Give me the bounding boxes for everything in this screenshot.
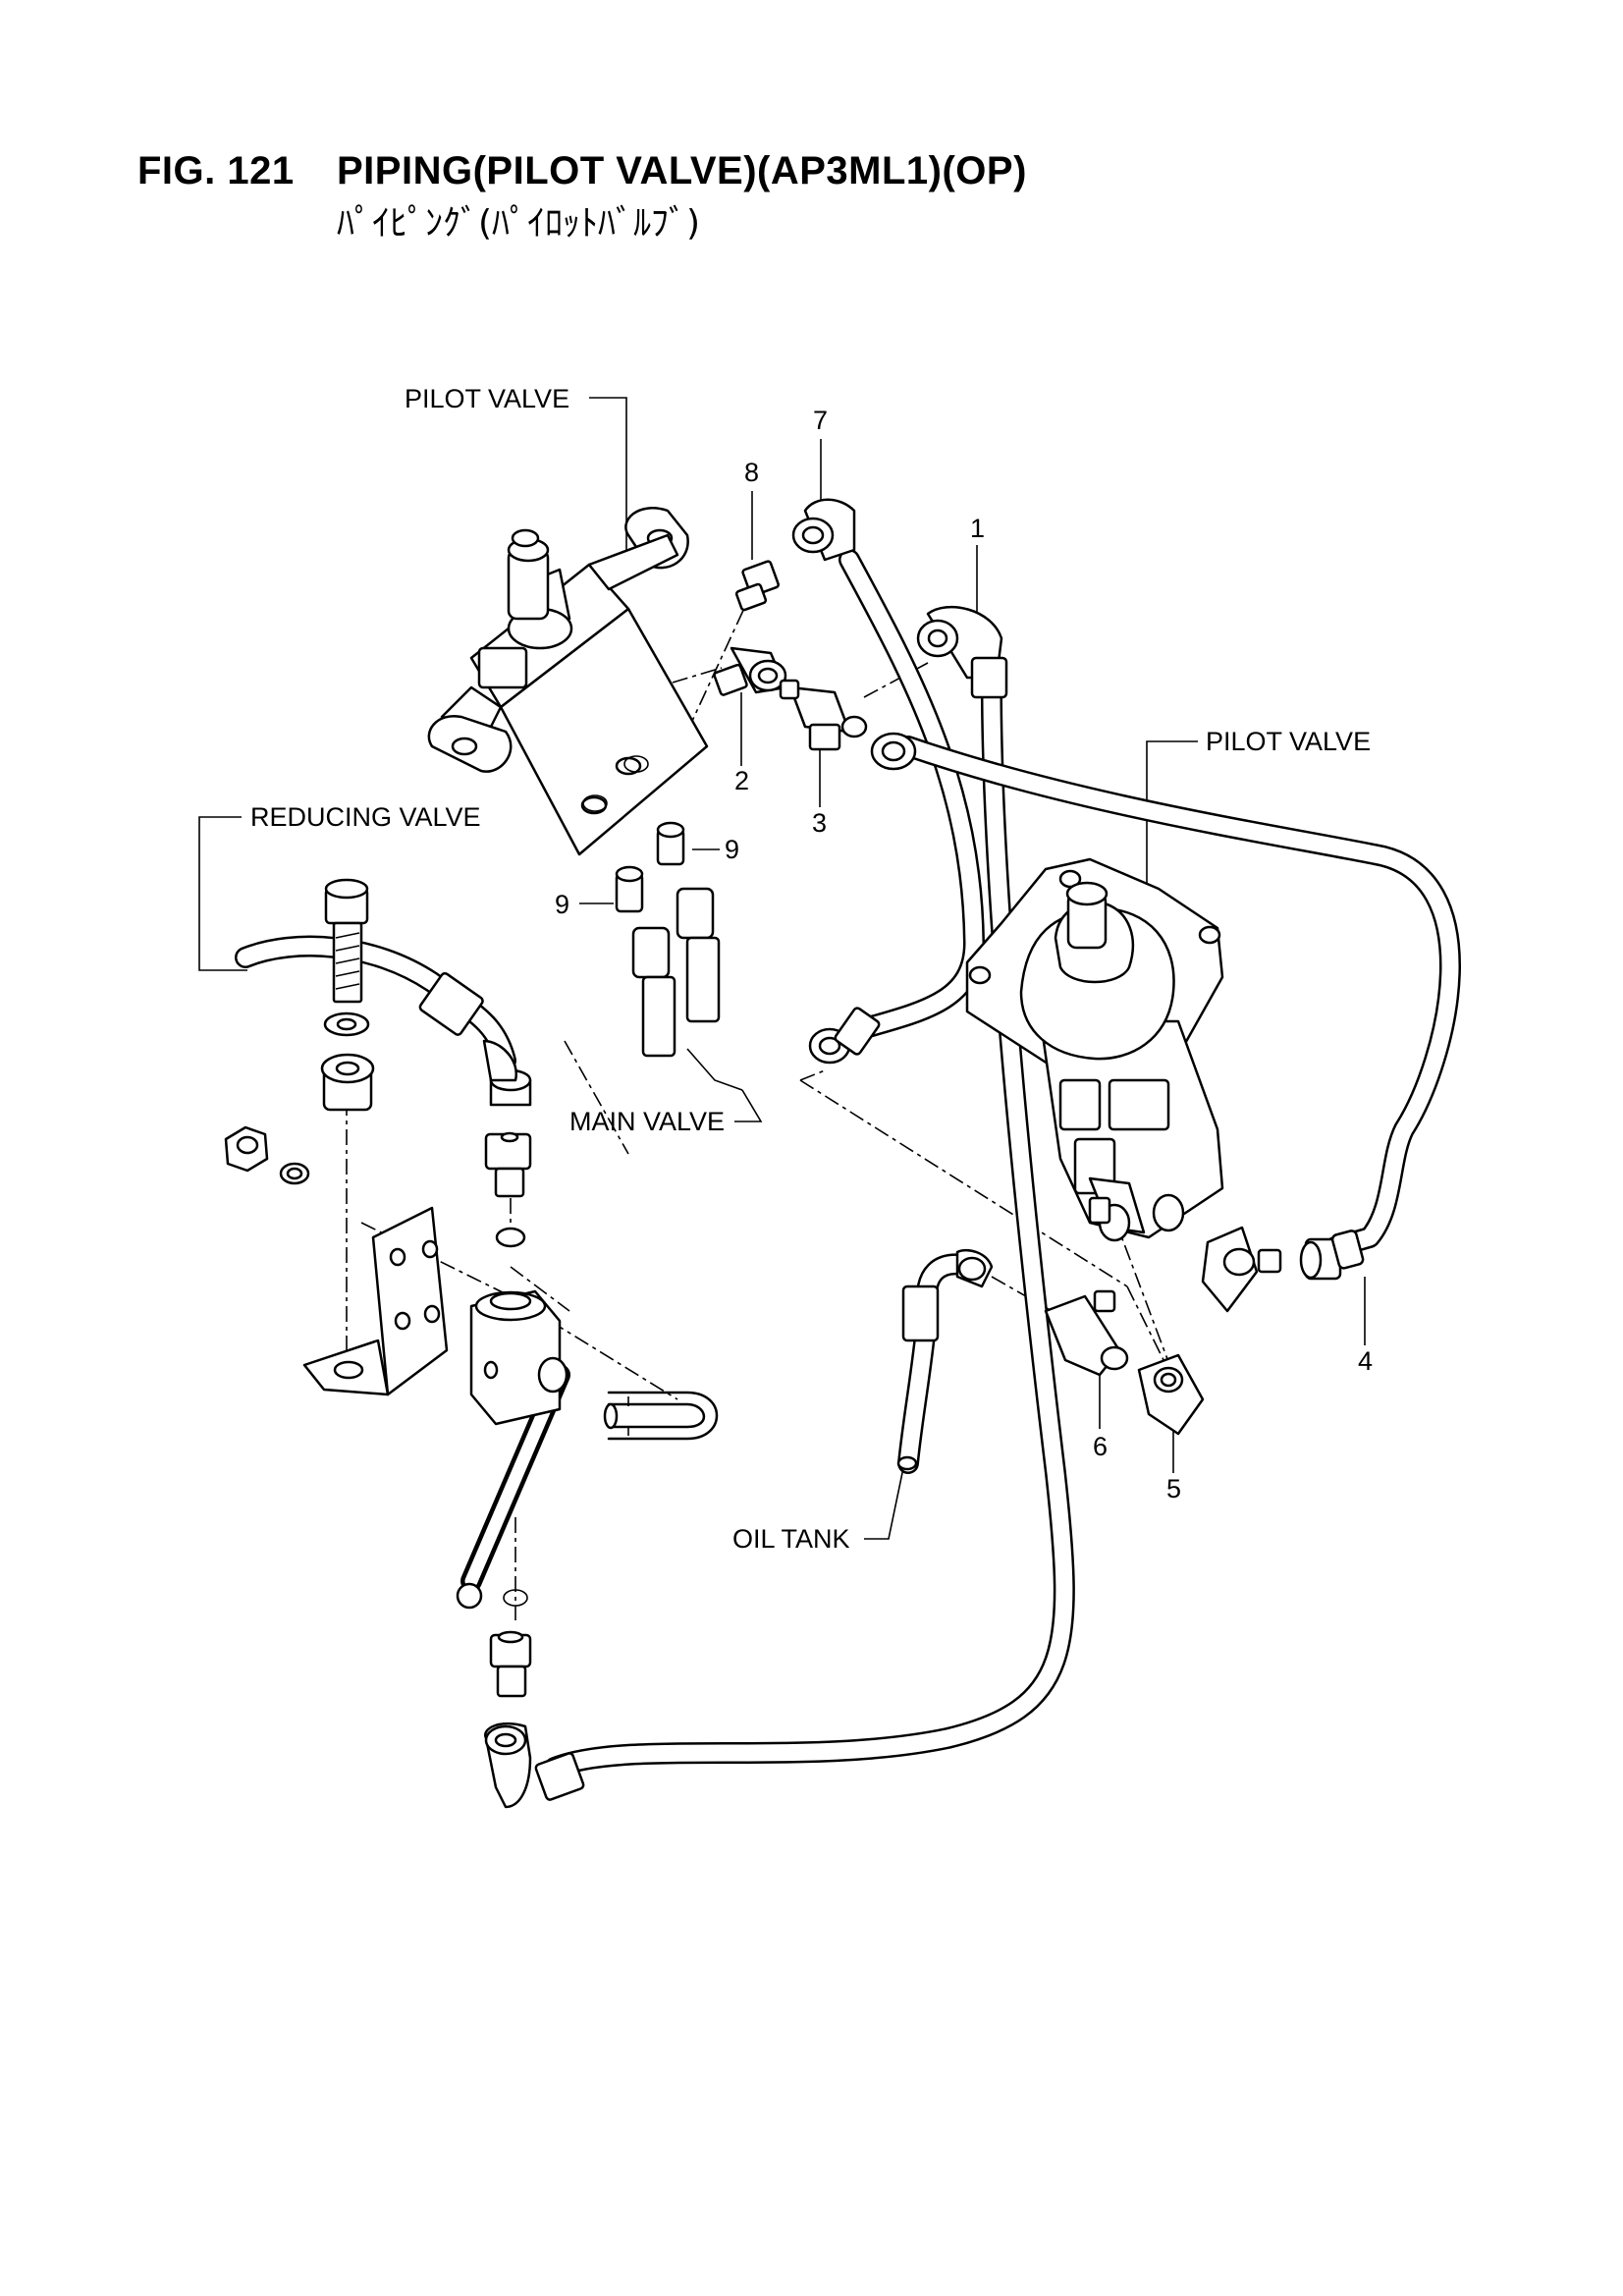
svg-text:MAIN VALVE: MAIN VALVE	[569, 1107, 725, 1136]
fitting-2-elbow	[713, 646, 787, 696]
connector-upper	[484, 1068, 532, 1248]
bolt	[324, 878, 369, 1004]
connector-lower	[489, 1630, 532, 1698]
u-pipe	[603, 1391, 719, 1441]
svg-text:REDUCING VALVE: REDUCING VALVE	[250, 802, 481, 832]
callout-3: 3	[812, 808, 827, 838]
hose-reducing-elbow	[418, 971, 518, 1082]
reducing-valve-body	[469, 1289, 568, 1426]
hose-7	[839, 549, 985, 1042]
fitting-9a	[582, 755, 685, 866]
callout-9a: 9	[725, 835, 739, 864]
label-main-valve: MAIN VALVE	[569, 1048, 763, 1136]
callout-1: 1	[970, 514, 985, 543]
spring-washer	[279, 1162, 310, 1185]
fitting-3-tee	[779, 679, 868, 751]
callout-8: 8	[744, 458, 759, 487]
pilot-valve-left	[427, 507, 709, 856]
callout-6: 6	[1093, 1432, 1108, 1461]
figure-subtitle: ﾊﾟｲﾋﾟﾝｸﾞ(ﾊﾟｲﾛｯﾄﾊﾞﾙﾌﾞ)	[337, 203, 701, 244]
callout-9b: 9	[555, 890, 569, 919]
fitting-5-lower	[1137, 1353, 1205, 1436]
washer	[323, 1011, 370, 1037]
hose-elbow-lower	[484, 1722, 585, 1809]
pilot-valve-right	[965, 857, 1224, 1242]
svg-text:PILOT VALVE: PILOT VALVE	[1206, 727, 1371, 756]
label-reducing-valve: REDUCING VALVE	[198, 802, 481, 971]
fitting-7-elbow	[791, 498, 856, 562]
svg-text:PILOT VALVE: PILOT VALVE	[405, 384, 569, 413]
callout-2: 2	[734, 766, 749, 795]
bracket	[302, 1206, 449, 1396]
main-valve-tubes	[631, 887, 721, 1058]
fitting-9b	[615, 865, 644, 913]
fitting-8	[734, 560, 780, 612]
bushing	[320, 1053, 375, 1112]
hose-oil-tank-end	[896, 1285, 940, 1471]
fitting-hose-nut-right	[870, 732, 917, 771]
svg-text:OIL TANK: OIL TANK	[732, 1524, 850, 1554]
tube-lever-end	[456, 1582, 528, 1610]
nut	[224, 1125, 269, 1173]
callout-5: 5	[1166, 1474, 1181, 1503]
fitting-6-tee	[955, 1248, 1129, 1377]
callout-7: 7	[813, 406, 828, 435]
fitting-5-elbow	[1201, 1226, 1282, 1313]
label-pilot-valve-right: PILOT VALVE	[1146, 727, 1371, 889]
assembly-lines	[346, 603, 1174, 1620]
figure-number: FIG. 121	[137, 149, 295, 192]
figure-title: PIPING(PILOT VALVE)(AP3ML1)(OP)	[337, 149, 1027, 192]
label-pilot-valve-left: PILOT VALVE	[405, 384, 627, 550]
fitting-4-nut	[1299, 1230, 1365, 1281]
hose-pilot-to-reducing	[544, 657, 1075, 1778]
callout-4: 4	[1358, 1346, 1373, 1376]
fitting-1-elbow	[916, 605, 1008, 699]
hose-reducing-valve	[235, 935, 516, 1071]
hose-right-loop	[897, 736, 1461, 1258]
label-oil-tank: OIL TANK	[732, 1467, 904, 1554]
fitting-hose-nut-mid	[808, 1007, 881, 1065]
